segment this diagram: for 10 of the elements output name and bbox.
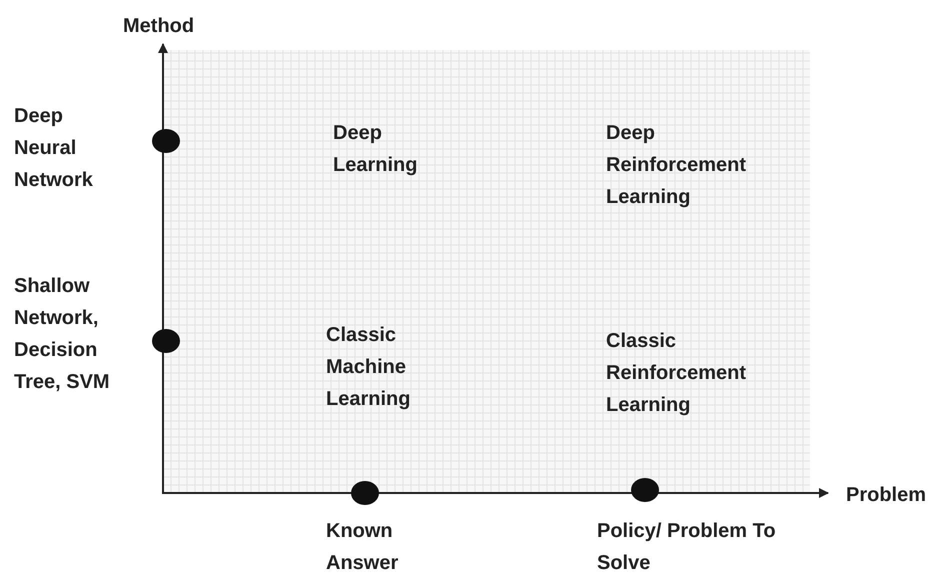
axis-tick-label: Shallow Network, Decision Tree, SVM xyxy=(14,274,111,395)
quadrant-label: Classic Reinforcement Learning xyxy=(606,329,748,418)
axis-tick-label: Known Answer xyxy=(326,519,400,576)
quadrant-label: Deep Learning xyxy=(333,121,418,178)
quadrant-label: Deep Reinforcement Learning xyxy=(606,121,748,210)
axis-tick-label: Policy/ Problem To Solve xyxy=(597,519,777,576)
quadrant-label: Classic Machine Learning xyxy=(326,323,412,412)
axis-tick-label: Deep Neural Network xyxy=(14,104,94,193)
axis-title: Problem xyxy=(846,483,926,508)
axis-title: Method xyxy=(123,14,194,39)
